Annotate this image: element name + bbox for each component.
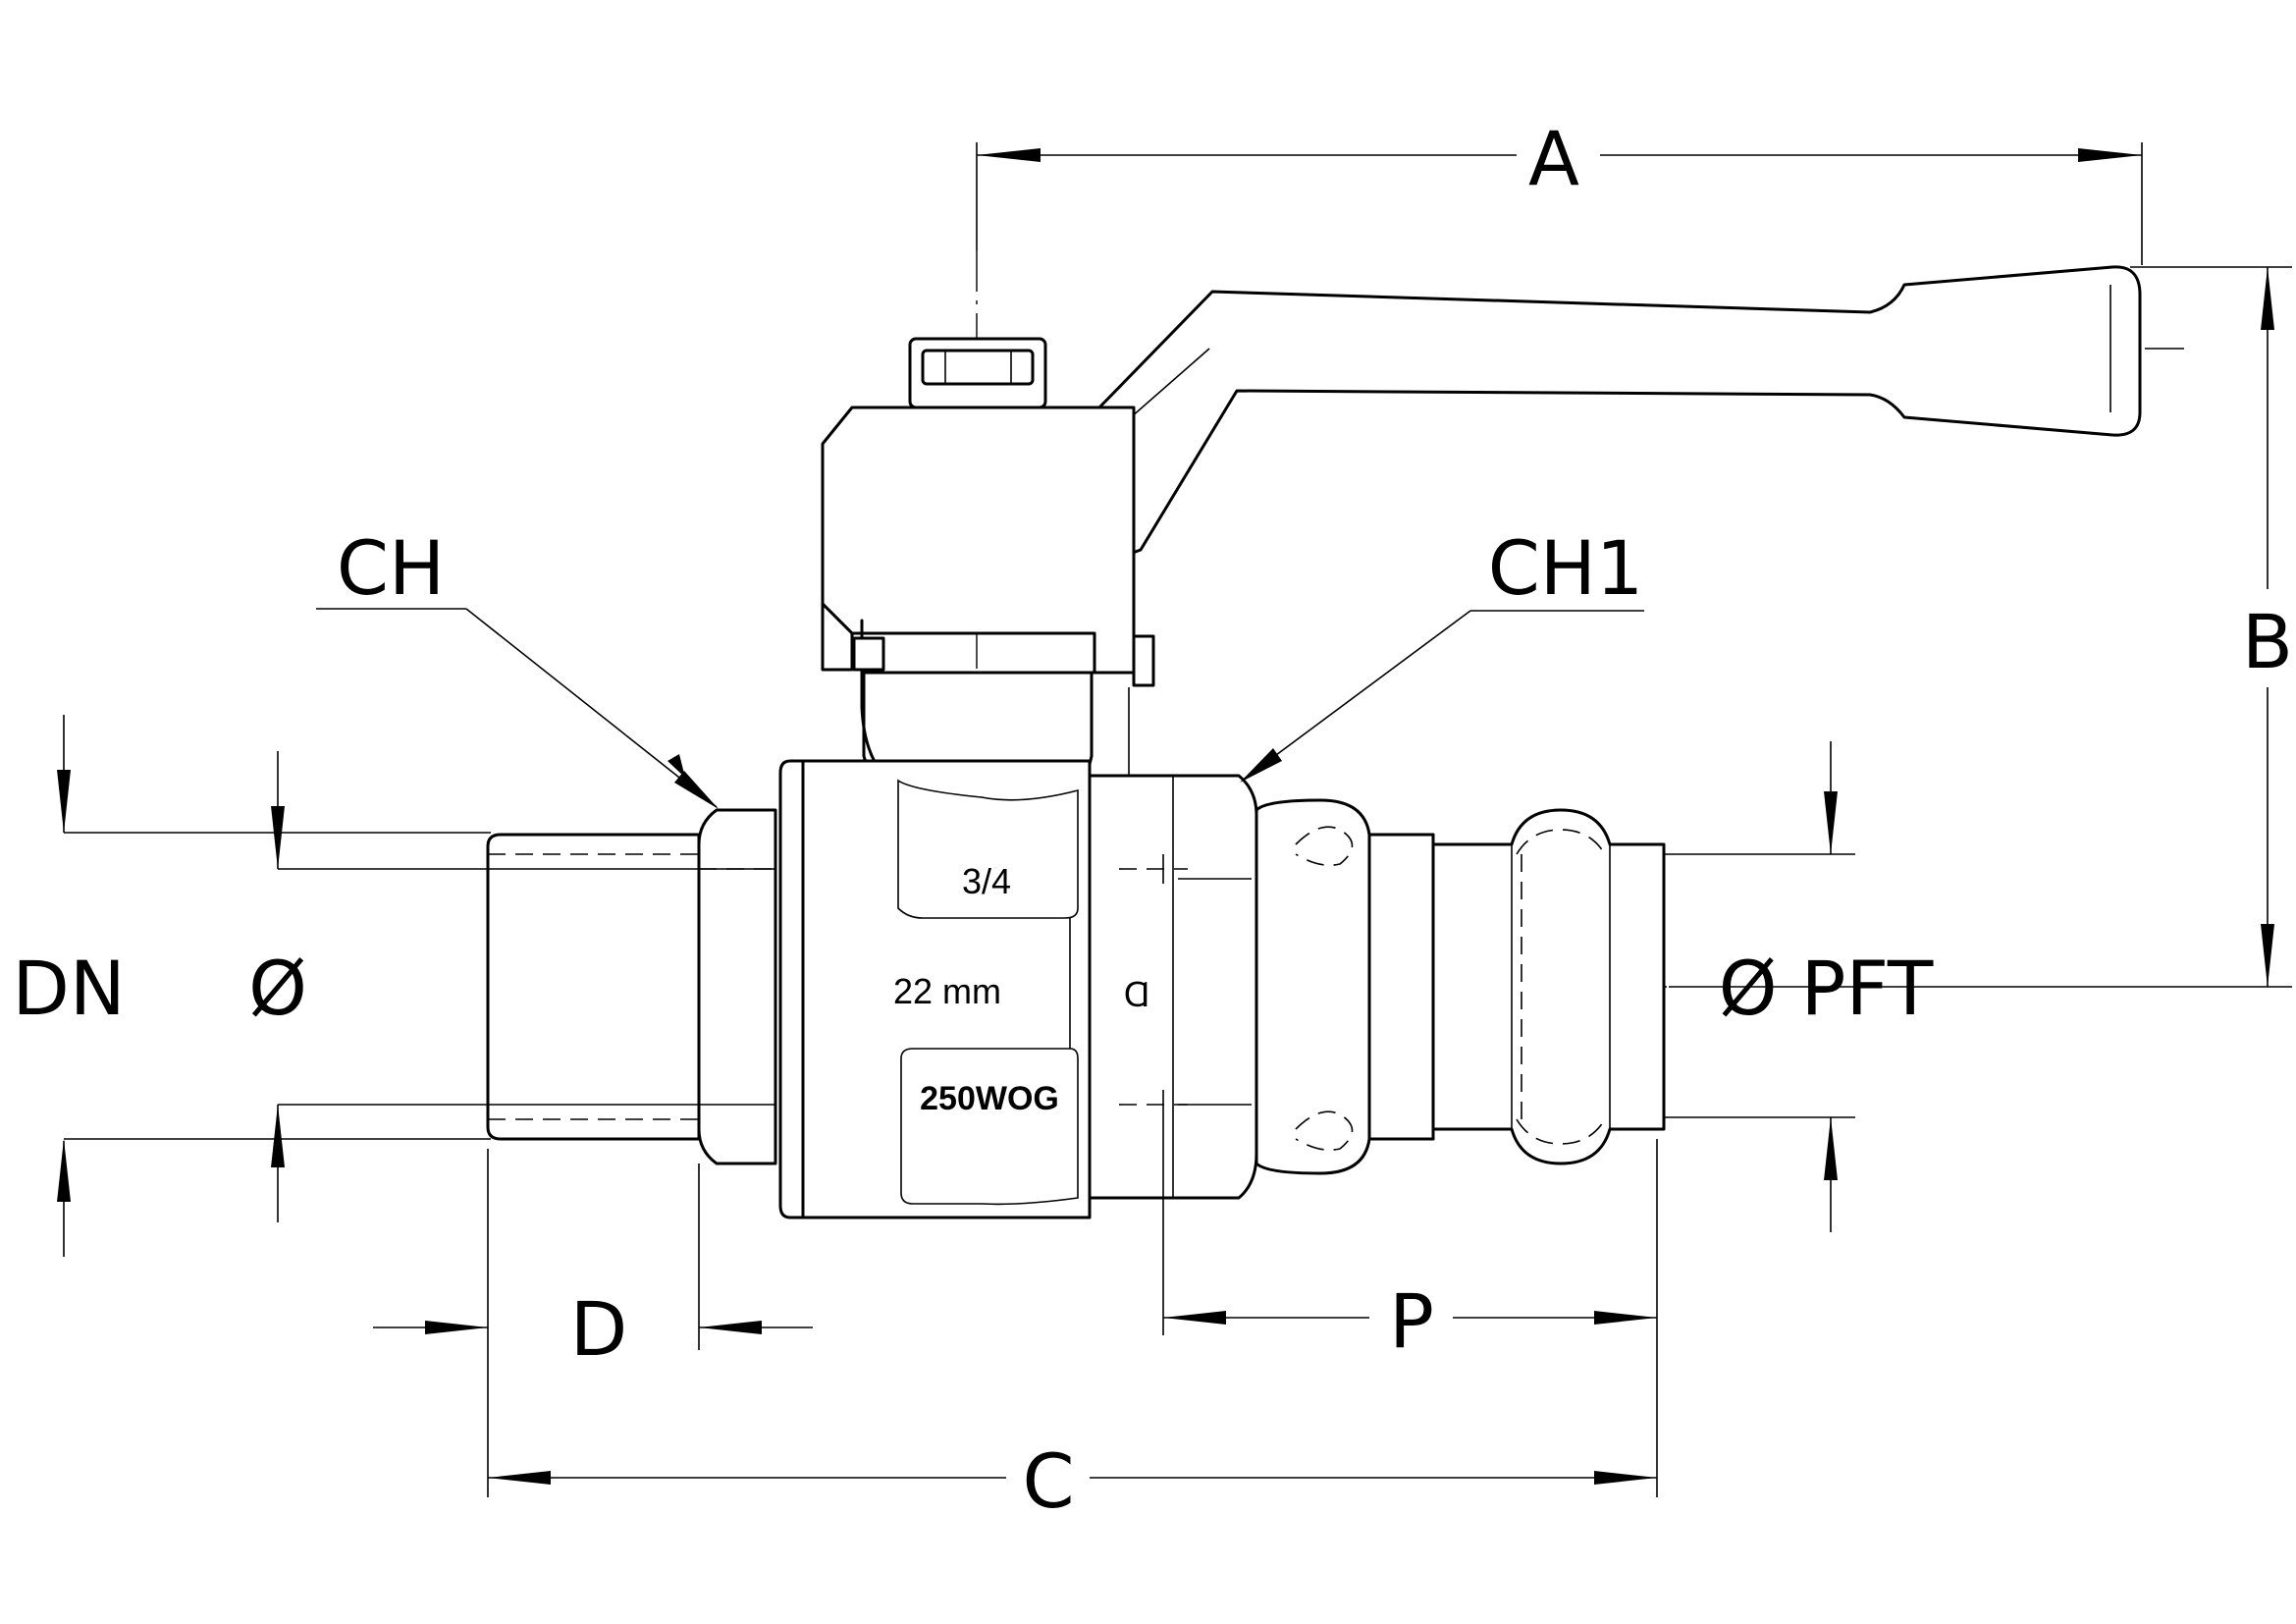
dimension-dia-pft: Ø PFT: [1664, 741, 1934, 1232]
pressure-marking: 250WOG: [920, 1080, 1059, 1117]
callout-ch: CH: [316, 524, 719, 809]
size-marking: 3/4: [962, 861, 1011, 901]
label-a: A: [1528, 115, 1579, 202]
male-thread-end: [486, 833, 701, 1141]
valve-body: [778, 759, 1096, 1219]
dimension-dia-left: Ø: [248, 751, 707, 1222]
lever-handle: [1097, 265, 2142, 562]
label-ch1: CH1: [1488, 524, 1644, 612]
manufacturer-logo: Ɑ: [1124, 974, 1149, 1014]
dimension-b: B: [1669, 266, 2293, 988]
stem-nut: [908, 337, 1047, 409]
callout-ch1: CH1: [1240, 524, 1644, 783]
label-dia-pft: Ø PFT: [1719, 945, 1934, 1032]
label-dn: DN: [12, 945, 125, 1032]
label-ch: CH: [337, 524, 445, 612]
dimension-a: A: [976, 115, 2143, 265]
dimension-c: C: [488, 1437, 1657, 1525]
body-markings: 3/4 22 mm 250WOG Ɑ: [893, 861, 1149, 1117]
label-c: C: [1022, 1437, 1074, 1525]
press-fitting: [1255, 798, 1666, 1175]
pipe-size-marking: 22 mm: [893, 971, 1001, 1011]
label-p: P: [1389, 1277, 1434, 1365]
label-b: B: [2242, 598, 2293, 685]
dimension-d: D: [373, 1149, 813, 1497]
label-d: D: [570, 1285, 628, 1373]
hex-port-ch: [697, 808, 777, 1165]
label-dia: Ø: [248, 945, 307, 1032]
union-nut-ch1: [1088, 774, 1258, 1200]
dimension-p: P: [1162, 1119, 1658, 1497]
